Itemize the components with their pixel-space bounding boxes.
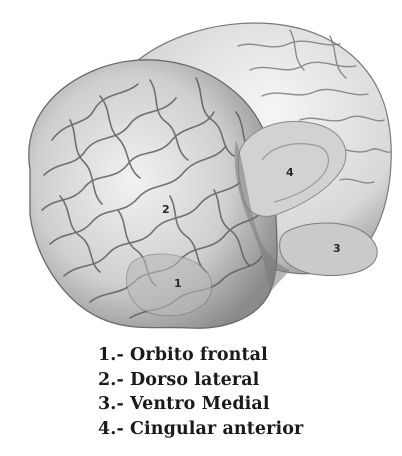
legend-item-dorso-lateral: 2.- Dorso lateral — [98, 368, 398, 393]
legend-item-orbito-frontal: 1.- Orbito frontal — [98, 343, 398, 368]
region-label-3: 3 — [333, 242, 341, 255]
region-legend: 1.- Orbito frontal 2.- Dorso lateral 3.-… — [98, 343, 398, 441]
region-label-1: 1 — [174, 277, 182, 290]
brain-illustration: 1 2 3 4 — [0, 0, 402, 340]
region-label-2: 2 — [162, 203, 170, 216]
legend-item-ventro-medial: 3.- Ventro Medial — [98, 392, 398, 417]
region-3-ventromedial — [280, 223, 377, 275]
region-label-4: 4 — [286, 166, 294, 179]
legend-item-cingular-anterior: 4.- Cingular anterior — [98, 417, 398, 442]
